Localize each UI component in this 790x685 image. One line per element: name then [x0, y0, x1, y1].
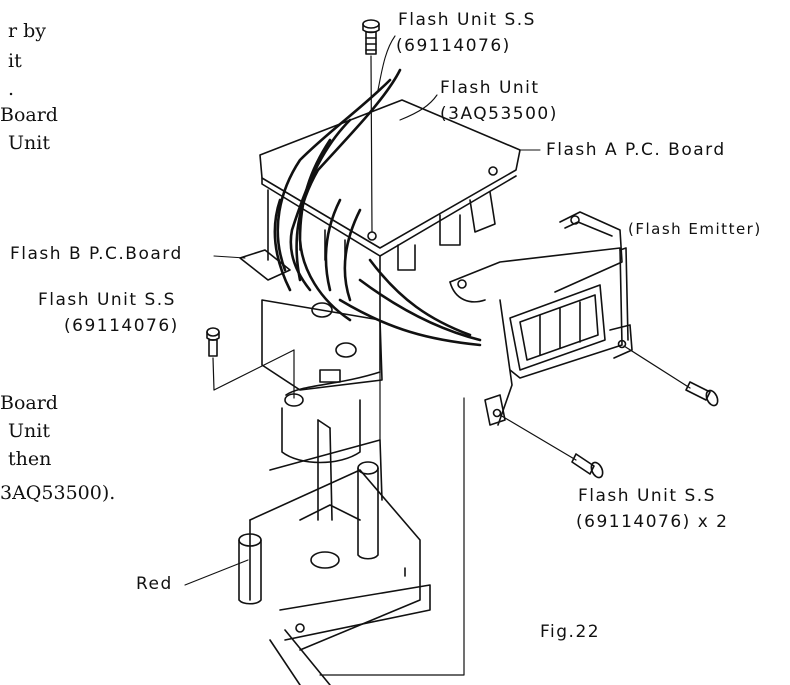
label-flash-unit-ss-right: Flash Unit S.S [578, 486, 716, 506]
left-text-line-9: 3AQ53500). [0, 482, 116, 504]
left-text-line-6: Board [0, 392, 58, 414]
label-flash-unit-ss-top: Flash Unit S.S [398, 10, 536, 30]
right-screw-lower [500, 415, 605, 479]
flash-emitter [450, 212, 632, 425]
lower-housing [239, 440, 430, 685]
label-flash-unit-code: (3AQ53500) [440, 104, 558, 124]
left-screw [207, 328, 219, 390]
left-text-line-8: then [8, 448, 52, 470]
left-text-line-4: Board [0, 104, 58, 126]
left-text-line-1: r by [8, 20, 47, 42]
chassis [268, 190, 495, 370]
frame-line-right [320, 398, 464, 675]
label-flash-unit-ss-left-code: (69114076) [64, 316, 179, 336]
leader-lines [185, 36, 540, 585]
label-flash-unit: Flash Unit [440, 78, 540, 98]
label-flash-unit-ss-left: Flash Unit S.S [38, 290, 176, 310]
label-flash-unit-ss-top-code: (69114076) [396, 36, 511, 56]
top-screw [363, 20, 379, 54]
top-screw-guide-line [371, 56, 372, 232]
left-screw-guide-line [214, 350, 294, 390]
label-red: Red [136, 574, 173, 594]
label-flash-unit-ss-right-code: (69114076) x 2 [576, 512, 729, 532]
lower-cylinder [282, 400, 360, 520]
left-text-line-2: it [8, 50, 22, 72]
left-text-line-7: Unit [8, 420, 50, 442]
label-flash-b-board: Flash B P.C.Board [10, 244, 183, 264]
flash-a-board [260, 100, 520, 256]
left-text-line-3: . [8, 78, 15, 100]
label-flash-emitter: (Flash Emitter) [628, 220, 762, 238]
flash-b-board [240, 250, 382, 406]
label-flash-a-board: Flash A P.C. Board [546, 140, 726, 160]
right-screw-upper [624, 346, 720, 407]
left-text-line-5: Unit [8, 132, 50, 154]
label-fig: Fig.22 [540, 622, 601, 642]
